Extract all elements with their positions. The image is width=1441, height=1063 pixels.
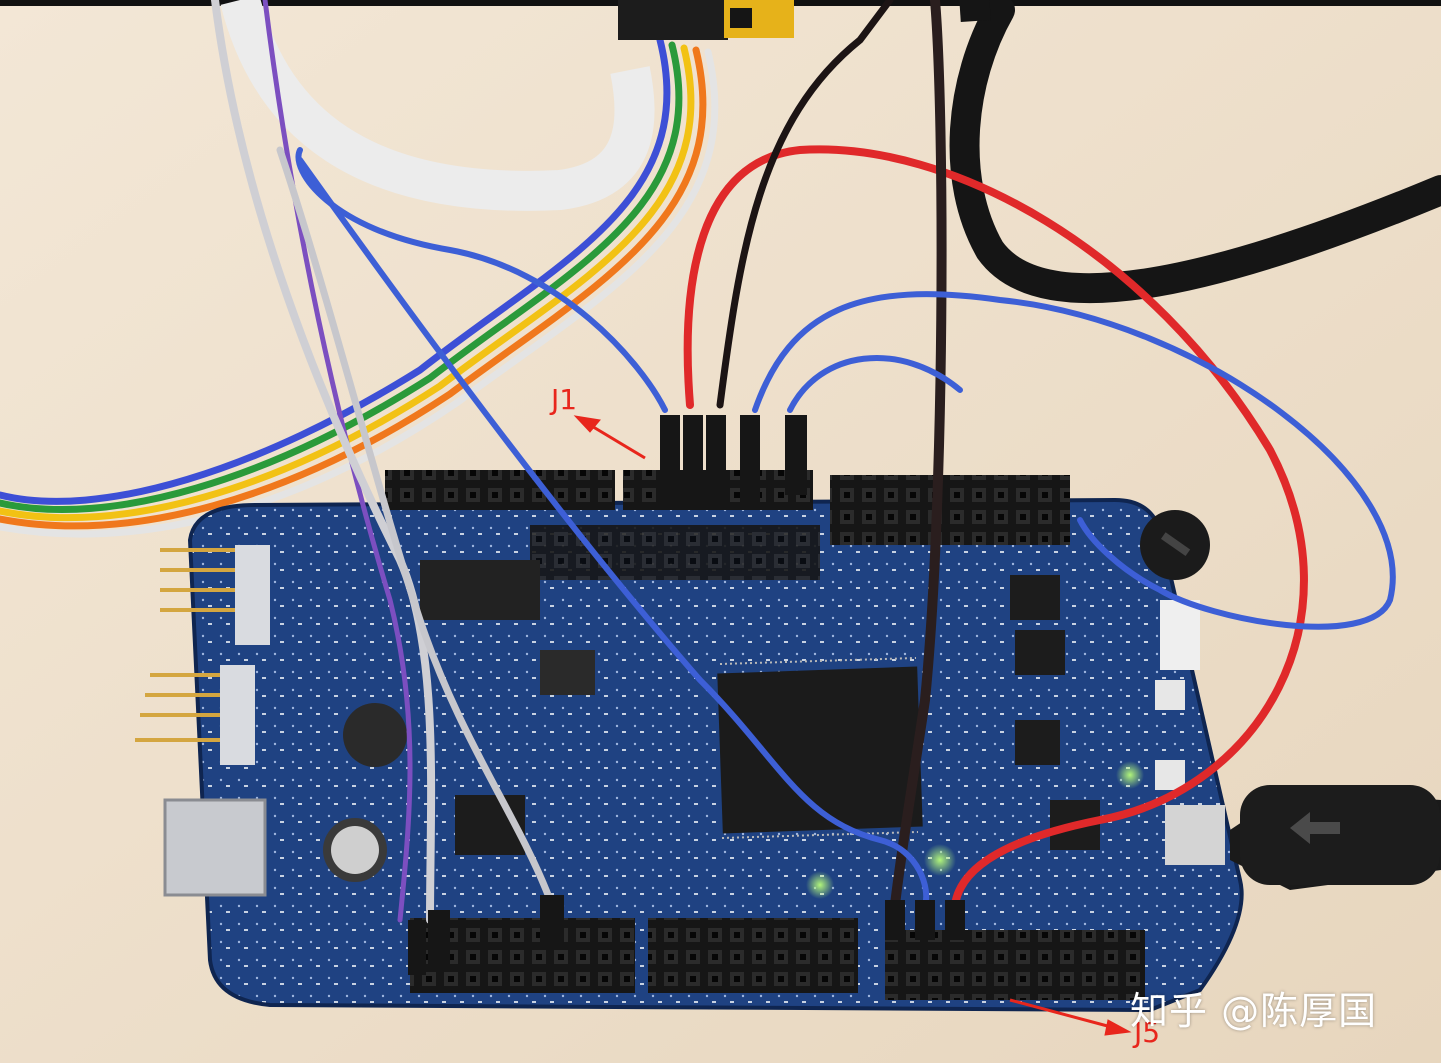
j1-dupont-connectors (660, 415, 807, 505)
black-power-cable (949, 0, 1441, 304)
ribbon-cable (0, 36, 719, 538)
blue-wire-b (297, 157, 930, 908)
inductor (343, 703, 407, 767)
gray-wire-1 (211, 0, 436, 924)
blue-wire-c (752, 291, 1396, 630)
header-bottom-mid (648, 918, 858, 993)
j1-arrow (589, 423, 646, 460)
header-top-right (830, 475, 1070, 545)
led-glow-3 (1116, 761, 1144, 789)
mcu-chip (717, 666, 923, 834)
header-top-left (385, 470, 615, 510)
top-connector (618, 0, 728, 40)
header-j5 (885, 930, 1145, 1000)
black-wire-2 (890, 0, 947, 910)
red-wire (683, 145, 1308, 909)
led-glow-1 (924, 844, 956, 876)
bottom-dupont-connectors (408, 895, 965, 975)
black-wire-1 (716, 0, 894, 409)
j1-annotation-label: J1 (551, 383, 578, 416)
purple-wire (262, 0, 413, 923)
zhihu-watermark: 知乎 @陈厚国 (1130, 989, 1378, 1033)
led-glow-2 (806, 871, 834, 899)
blue-wire-a (295, 147, 668, 413)
j5-annotation-label: J5 (1134, 1016, 1161, 1049)
left-pin-headers (135, 548, 245, 742)
j5-arrow (1009, 998, 1116, 1030)
micro-usb-port (1165, 805, 1225, 865)
annotation-arrows (573, 415, 1132, 1036)
pcb-board (190, 500, 1242, 1010)
usb-b-port (163, 798, 267, 897)
gray-wire-2 (276, 146, 554, 904)
